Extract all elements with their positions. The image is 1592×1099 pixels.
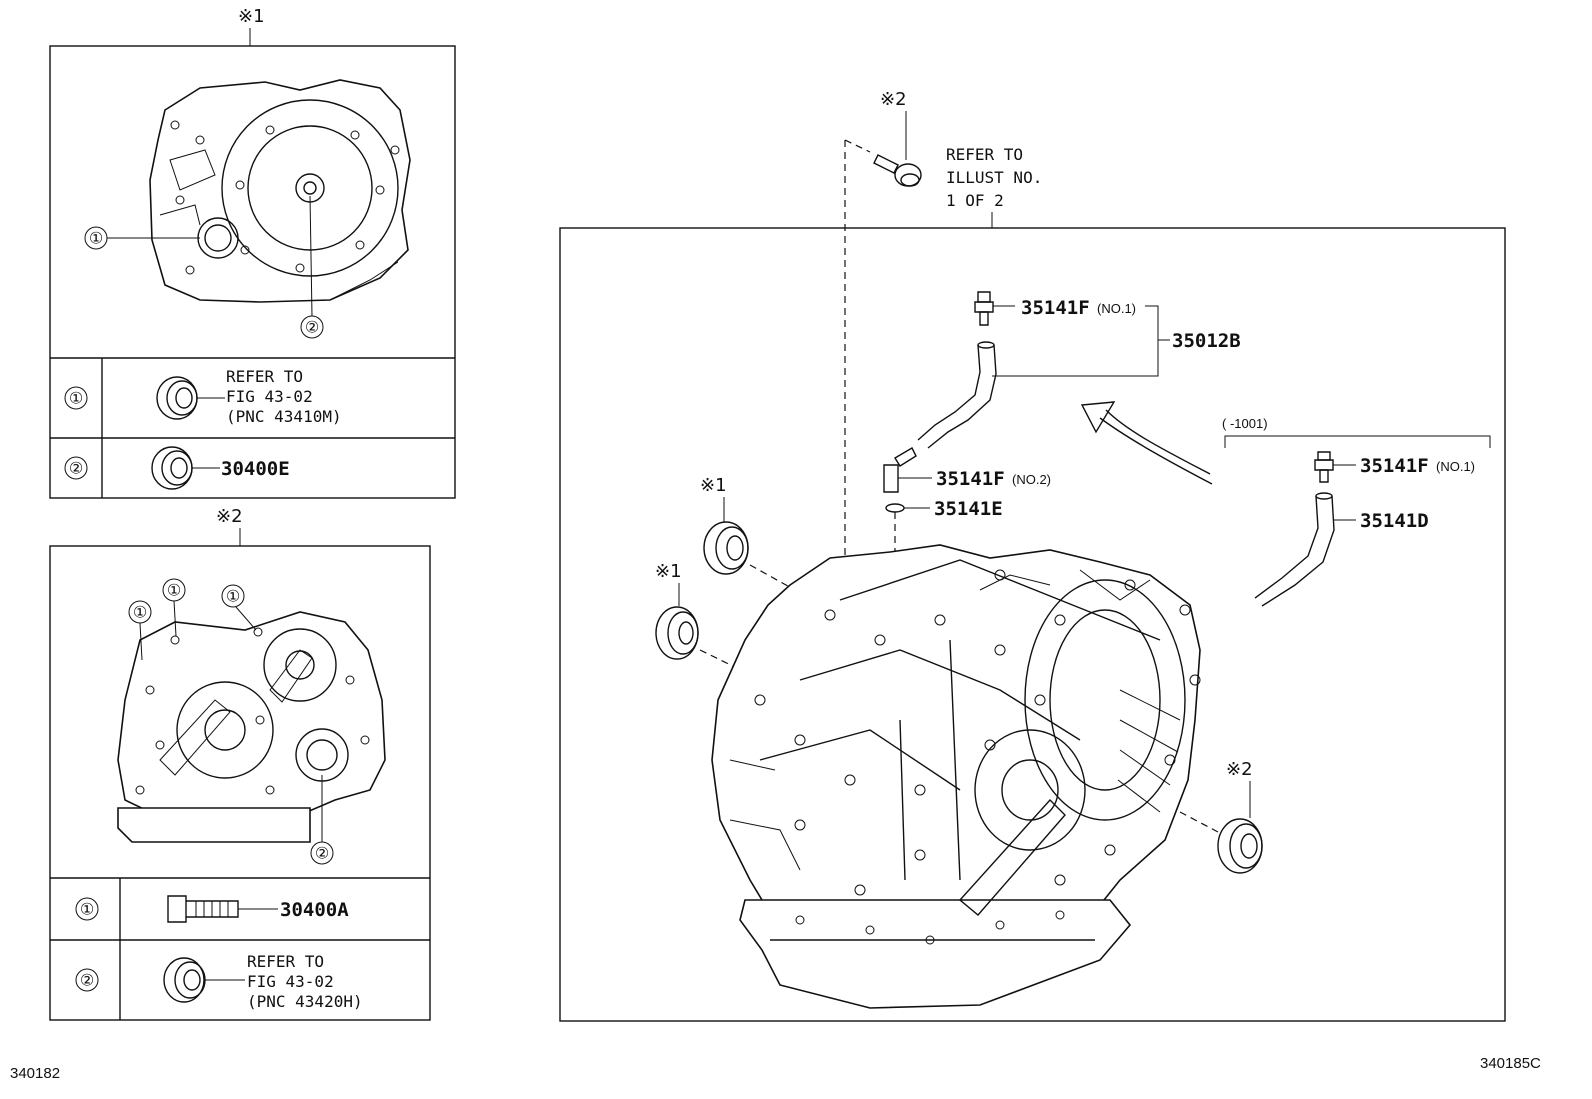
part-35141D: 35141D (1360, 510, 1429, 532)
part-35141E: 35141E (934, 498, 1003, 520)
transaxle-front-view (149, 79, 411, 303)
panel-1-row-1-num: ① (69, 389, 83, 408)
breather-hose (917, 341, 997, 449)
panel-2-row-2-ref-line-1: REFER TO (247, 952, 324, 971)
part-35141F-no2-note: (NO.2) (1012, 472, 1051, 487)
part-35141F-no1: 35141F (1021, 297, 1090, 319)
panel-2-callout-2: ② (315, 844, 329, 863)
panel-2-row-2-ref-line-2: FIG 43-02 (247, 972, 334, 991)
oil-seal-icon (655, 606, 699, 660)
main-top-marker: ※2 (880, 89, 907, 110)
breather-plug-no2 (883, 447, 917, 493)
panel-1-callout-2: ② (305, 318, 319, 337)
breather-hose-alt (1254, 492, 1335, 607)
o-ring-icon (885, 503, 905, 513)
panel-1: ※1 ① ② (49, 6, 456, 499)
panel-1-row-1-ref-line-1: REFER TO (226, 367, 303, 386)
transaxle-assembly (711, 544, 1201, 1009)
main-panel: ※2 REFER TO ILLUST NO. 1 OF 2 35141F (NO… (559, 89, 1506, 1022)
main-refer-line-3: 1 OF 2 (946, 191, 1004, 210)
oil-seal-icon (163, 957, 206, 1003)
oil-seal-icon (1217, 818, 1263, 874)
part-35141F-no1-alt: 35141F (1360, 455, 1429, 477)
panel-2: ※2 ① ① (49, 506, 431, 1021)
oil-seal-icon (151, 446, 193, 490)
panel-2-row-2-num: ② (80, 971, 94, 990)
panel-2-callout-1b: ① (167, 581, 181, 600)
panel-1-part-30400E: 30400E (221, 458, 290, 480)
panel-2-frame (49, 545, 431, 1021)
panel-1-marker: ※1 (238, 6, 265, 27)
breather-plug-no1-alt (1314, 451, 1334, 483)
breather-plug-no1 (974, 291, 994, 326)
panel-1-frame (49, 45, 456, 499)
arrow-icon (1080, 401, 1213, 485)
footer-left-code: 340182 (10, 1065, 60, 1082)
panel-2-row-2-ref-line-3: (PNC 43420H) (247, 992, 363, 1011)
part-35141F-no2: 35141F (936, 468, 1005, 490)
main-frame (559, 227, 1506, 1022)
oil-seal-icon (703, 521, 749, 575)
panel-2-part-30400A: 30400A (280, 899, 349, 921)
panel-2-marker: ※2 (216, 506, 243, 527)
panel-2-row-1-num: ① (80, 900, 94, 919)
bolt-icon (873, 154, 922, 187)
transaxle-rear-view (117, 611, 386, 843)
panel-2-callout-1c: ① (226, 587, 240, 606)
bolt-icon (167, 895, 239, 923)
range-label: ( -1001) (1222, 416, 1268, 431)
part-35012B: 35012B (1172, 330, 1241, 352)
panel-1-row-1-ref-line-3: (PNC 43410M) (226, 407, 342, 426)
seal-marker-1a: ※1 (700, 475, 727, 496)
panel-1-row-2-num: ② (69, 459, 83, 478)
part-35141F-no1-note: (NO.1) (1097, 301, 1136, 316)
oil-seal-icon (156, 376, 198, 420)
panel-2-callout-1a: ① (133, 603, 147, 622)
seal-marker-1b: ※1 (655, 561, 682, 582)
footer-right-code: 340185C (1480, 1055, 1541, 1072)
panel-1-row-1-ref-line-2: FIG 43-02 (226, 387, 313, 406)
main-refer-line-2: ILLUST NO. (946, 168, 1042, 187)
panel-1-callout-1: ① (89, 229, 103, 248)
seal-marker-2: ※2 (1226, 759, 1253, 780)
part-35141F-no1-alt-note: (NO.1) (1436, 459, 1475, 474)
main-refer-line-1: REFER TO (946, 145, 1023, 164)
